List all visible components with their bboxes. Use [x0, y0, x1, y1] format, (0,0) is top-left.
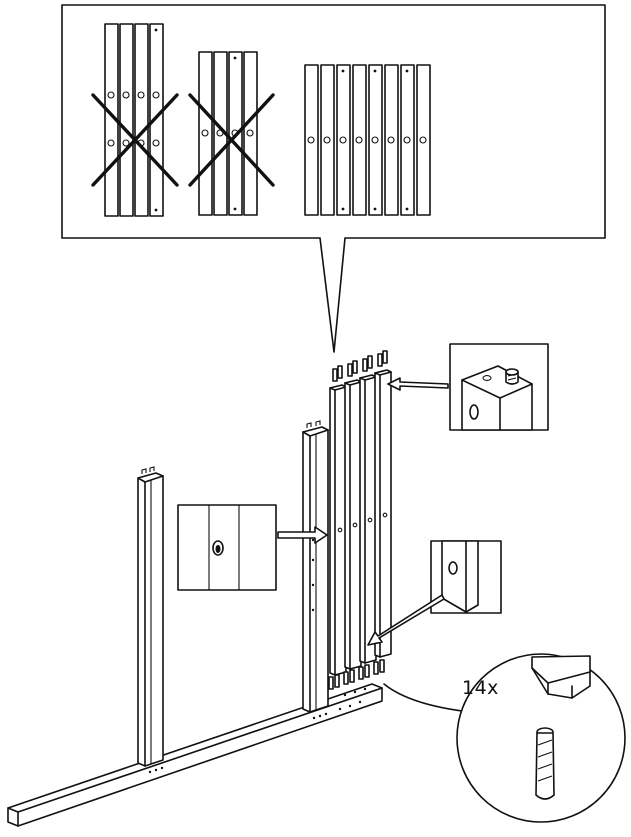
slat-orientation-callout [61, 4, 606, 353]
correct-slat-group [304, 64, 431, 216]
bottom-rail [7, 683, 383, 827]
cross-out-icon [188, 93, 275, 187]
dowel-quantity-label: 14x [462, 677, 499, 699]
vertical-slats [328, 350, 392, 690]
detail-side-hole [177, 504, 277, 591]
arrow-right-icon [367, 594, 445, 646]
wrong-slat-group-1 [91, 23, 179, 217]
arrow-right-icon [387, 377, 449, 391]
dowels-bottom [328, 659, 385, 690]
wrong-slat-group-2 [188, 51, 275, 216]
dowel-magnifier [383, 653, 626, 823]
detail-slat-bottom [430, 540, 502, 614]
right-post [302, 420, 329, 713]
detail-slat-top [449, 343, 549, 431]
dowels-top [332, 350, 388, 382]
left-post [137, 466, 164, 767]
cross-out-icon [91, 93, 179, 187]
arrow-right-icon [277, 526, 328, 544]
